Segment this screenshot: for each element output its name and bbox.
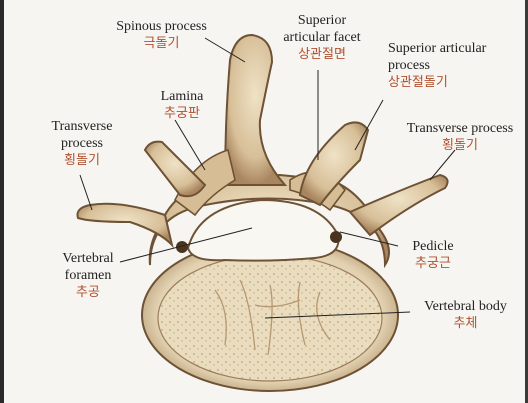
label-sup-process-en1: Superior articular [388, 40, 486, 57]
label-spinous-process: Spinous process 극돌기 [104, 18, 219, 52]
label-sup-facet-en1: Superior [262, 12, 382, 29]
label-body-en: Vertebral body [408, 298, 523, 315]
label-transverse-left-en1: Transverse [42, 118, 122, 135]
label-foramen-en1: Vertebral [48, 250, 128, 267]
label-lamina-en: Lamina [147, 88, 217, 105]
label-vertebral-body: Vertebral body 추체 [408, 298, 523, 332]
label-superior-articular-facet: Superior articular facet 상관절면 [262, 12, 382, 63]
label-sup-process-ko: 상관절돌기 [388, 74, 486, 91]
label-pedicle-en: Pedicle [398, 238, 468, 255]
transverse-process-right-shape [350, 175, 448, 235]
vertebral-foramen-shape [188, 200, 339, 261]
label-spinous-ko: 극돌기 [104, 35, 219, 52]
pedicle-right-shadow [330, 231, 342, 243]
label-transverse-process-left: Transverse process 횡돌기 [42, 118, 122, 169]
label-transverse-left-en2: process [42, 135, 122, 152]
label-lamina-ko: 추궁판 [147, 105, 217, 122]
label-pedicle: Pedicle 추궁근 [398, 238, 468, 272]
label-transverse-right-ko: 횡돌기 [396, 137, 524, 154]
label-transverse-process-right: Transverse process 횡돌기 [396, 120, 524, 154]
label-sup-facet-ko: 상관절면 [262, 46, 382, 63]
label-transverse-left-ko: 횡돌기 [42, 152, 122, 169]
label-spinous-en: Spinous process [104, 18, 219, 35]
label-foramen-en2: foramen [48, 267, 128, 284]
label-foramen-ko: 추공 [48, 284, 128, 301]
label-body-ko: 추체 [408, 315, 523, 332]
label-lamina: Lamina 추궁판 [147, 88, 217, 122]
label-sup-process-en2: process [388, 57, 486, 74]
label-superior-articular-process: Superior articular process 상관절돌기 [388, 40, 486, 91]
label-pedicle-ko: 추궁근 [398, 255, 468, 272]
label-transverse-right-en: Transverse process [396, 120, 524, 137]
label-sup-facet-en2: articular facet [262, 29, 382, 46]
label-vertebral-foramen: Vertebral foramen 추공 [48, 250, 128, 301]
